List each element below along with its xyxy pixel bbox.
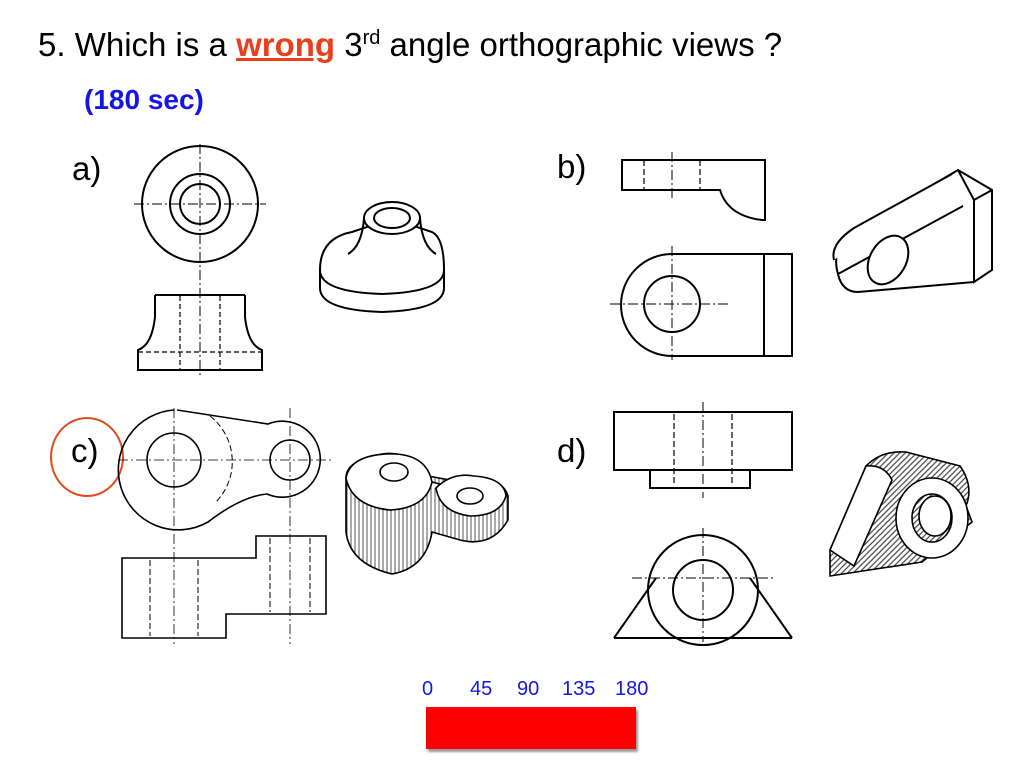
timer-progress-fill <box>426 707 636 749</box>
timer-duration-label: (180 sec) <box>84 84 204 115</box>
option-a-orthographic-views <box>130 140 272 380</box>
question-suffix: angle orthographic views ? <box>380 26 783 63</box>
timer-scale: 0 45 90 135 180 <box>418 678 663 704</box>
question-ordinal: rd <box>362 27 381 49</box>
option-a-label[interactable]: a) <box>72 150 102 187</box>
option-b-orthographic-views <box>610 150 798 360</box>
timer-tick: 45 <box>470 678 493 700</box>
question-title: 5. Which is a wrong 3rd angle orthograph… <box>38 26 782 64</box>
option-b-label[interactable]: b) <box>557 148 587 185</box>
timer-tick: 180 <box>615 678 649 700</box>
option-b-isometric-view <box>828 166 998 322</box>
timer-progress-bar <box>426 707 636 749</box>
question-number: 3 <box>335 26 363 63</box>
option-c-orthographic-views <box>112 408 338 644</box>
timer-tick: 0 <box>422 678 434 700</box>
selected-answer-marker <box>50 417 124 497</box>
option-d-label[interactable]: d) <box>557 432 587 469</box>
question-emphasis: wrong <box>236 26 336 63</box>
option-a-isometric-view <box>312 196 452 320</box>
question-prefix: 5. Which is a <box>38 26 237 63</box>
option-d-orthographic-views <box>610 400 804 642</box>
timer-tick: 90 <box>517 678 540 700</box>
option-c-isometric-view <box>342 436 514 580</box>
timer-tick: 135 <box>562 678 596 700</box>
option-d-isometric-view <box>826 446 978 582</box>
option-c-label[interactable]: c) <box>71 432 99 469</box>
